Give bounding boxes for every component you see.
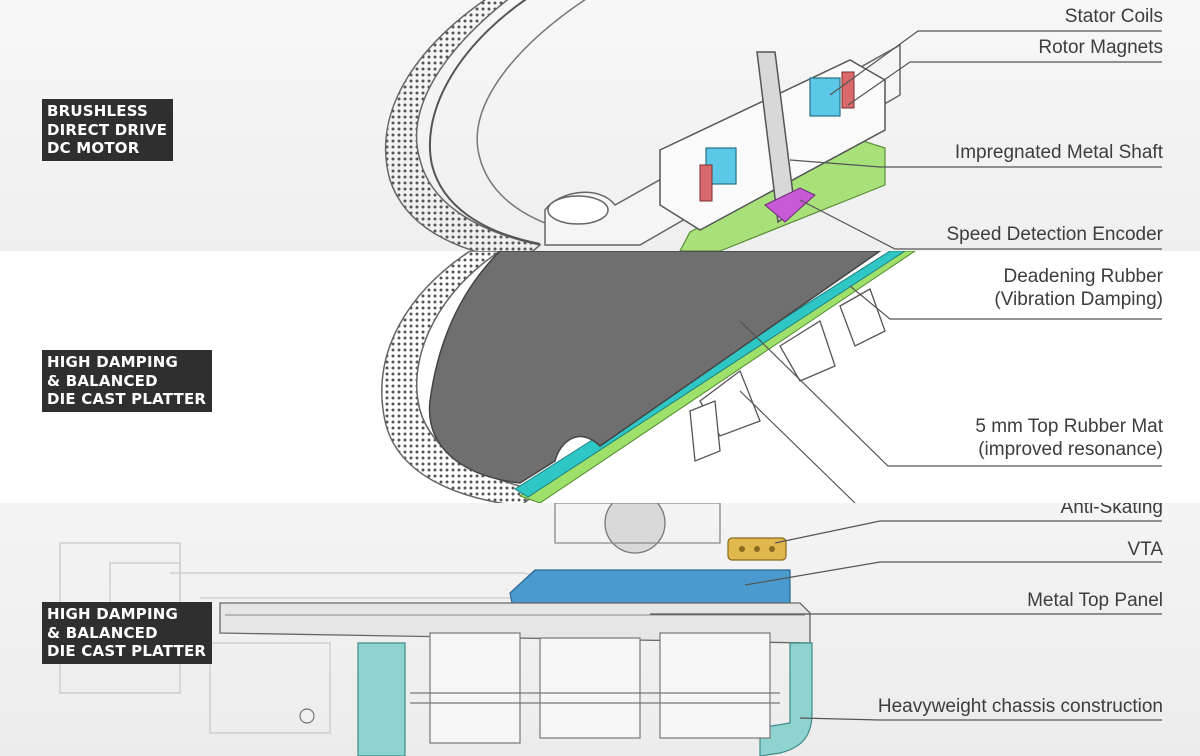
callout-text: Rotor Magnets [1038,37,1163,58]
badge-line: BRUSHLESS [47,102,149,120]
tonearm-post [554,503,721,544]
platter-top-surface [428,251,882,484]
platter-cutaway-illustration [381,251,1162,503]
platter-inner-edge [476,0,586,226]
chassis-cutaway-illustration [59,503,1162,756]
deadening-rubber-label: Deadening Rubber (Vibration Damping) [994,265,1163,311]
callout-text: (improved resonance) [978,439,1163,460]
motor-badge: BRUSHLESS DIRECT DRIVE DC MOTOR [42,99,174,161]
badge-line: & BALANCED [47,371,158,390]
chassis-section: HIGH DAMPING & BALANCED DIE CAST PLATTER… [0,503,1200,756]
callout-text: Anti-Skating [1060,503,1163,518]
speed-encoder [764,187,816,223]
platter-rim-knurl [384,0,542,251]
callout-text: Heavyweight chassis construction [877,696,1163,717]
housing-hole [547,195,609,225]
callout-text: 5 mm Top Rubber Mat [975,416,1163,437]
chassis-construction-label: Heavyweight chassis construction [878,695,1163,718]
stator-coils-label: Stator Coils [1065,5,1163,28]
metal-top-panel-label: Metal Top Panel [1027,589,1163,612]
chassis-leader-lines [650,520,1162,721]
tonearm-gear [604,503,666,554]
platter-rim-edge [428,0,541,245]
badge-line: DC MOTOR [47,139,140,157]
chassis-internals [410,632,780,744]
callout-text: Impregnated Metal Shaft [954,142,1163,163]
stator-coil-right [809,77,841,117]
metal-shaft-label: Impregnated Metal Shaft [955,141,1163,164]
rotor-magnets-label: Rotor Magnets [1038,36,1163,59]
chassis-right-wall [759,642,813,756]
badge-line: HIGH DAMPING [47,605,179,623]
top-rubber-mat-label: 5 mm Top Rubber Mat (improved resonance) [975,415,1163,461]
motor-cutaway-illustration [384,0,1162,251]
motor-section: BRUSHLESS DIRECT DRIVE DC MOTOR Stator C… [0,0,1200,251]
callout-text: VTA [1127,539,1163,560]
callout-text: (Vibration Damping) [994,289,1163,310]
platter-leader-lines [739,285,1162,503]
callout-text: Stator Coils [1064,6,1163,27]
callout-text: Deadening Rubber [1003,266,1163,287]
badge-line: & BALANCED [47,623,158,642]
badge-line: DIRECT DRIVE [47,120,168,139]
badge-line: DIE CAST PLATTER [47,642,207,660]
motor-leader-lines [789,30,1162,250]
platter-section: HIGH DAMPING & BALANCED DIE CAST PLATTER… [0,251,1200,503]
callout-text: Speed Detection Encoder [946,224,1163,245]
speed-encoder-label: Speed Detection Encoder [946,223,1163,246]
platter-badge: HIGH DAMPING & BALANCED DIE CAST PLATTER [42,350,213,412]
callout-text: Metal Top Panel [1027,590,1163,611]
platter-ribs [689,288,886,462]
chassis-badge: HIGH DAMPING & BALANCED DIE CAST PLATTER [42,602,213,664]
anti-skating-label: Anti-Skating [1061,503,1163,519]
vta-block [509,569,791,604]
vta-label: VTA [1127,538,1163,561]
chassis-left-wall [357,642,406,756]
rotor-magnet-right [841,71,855,109]
badge-line: DIE CAST PLATTER [47,390,207,408]
badge-line: HIGH DAMPING [47,353,179,371]
rotor-magnet-left [699,164,713,202]
screw [299,708,315,724]
